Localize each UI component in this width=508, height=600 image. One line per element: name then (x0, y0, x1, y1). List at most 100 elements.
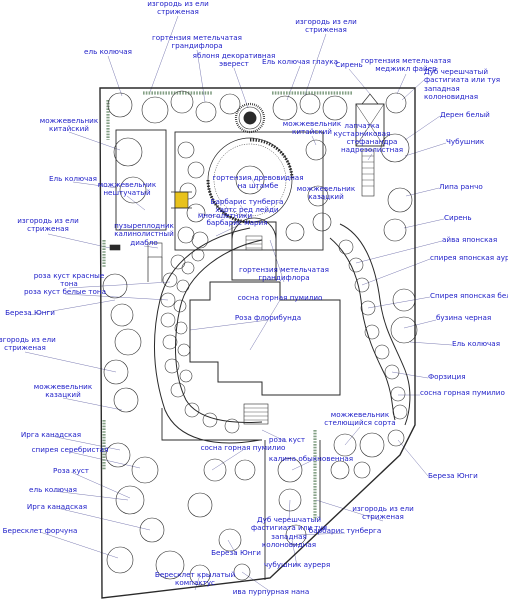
label-rose-shrub-center: роза куст (268, 435, 306, 444)
leader-line (107, 55, 123, 97)
house (189, 217, 341, 425)
leader-line (317, 195, 327, 201)
label-birch-jungi-left: Береза Юнги (5, 308, 55, 317)
label-dogwood-white: Дерен белый (440, 110, 490, 119)
label-spruce-left: Ель колючая (48, 174, 98, 183)
leader-line (409, 341, 453, 346)
leader-line (189, 319, 269, 331)
label-spirea-aurea: спирея японская аурея (430, 253, 508, 262)
leader-line (68, 281, 171, 289)
label-juniper-cossack-top: можжевельник казацкий (296, 184, 356, 202)
label-juniper-cossack-left: можжевельник казацкий (33, 382, 93, 400)
leader-line (404, 115, 441, 141)
label-stephanandra: стефанандра надрезолистная (340, 137, 404, 155)
leader-line (196, 49, 206, 103)
label-hydrangea-tree-standard: гортензия древовидная на штамбе (212, 173, 304, 191)
leader-line (397, 439, 429, 477)
arbour (355, 93, 385, 197)
label-spruce-hedge-left: изгородь из ели стриженая (17, 216, 79, 234)
label-oak-fastigiata-top: Дуб черешчатый фастигиата или туя западн… (424, 67, 501, 102)
shrub-clusters (160, 239, 408, 434)
label-perennials: многолетники (197, 211, 253, 220)
leader-line (304, 33, 327, 96)
bench-area (171, 191, 192, 209)
label-forsythia: Форзиция (428, 372, 466, 381)
leader-line (269, 239, 285, 283)
leader-line (344, 426, 361, 446)
garden-path (154, 223, 411, 444)
gate (109, 242, 163, 282)
label-mock-orange: Чубушник (446, 137, 485, 146)
leader-line (197, 212, 226, 219)
label-birch-jungi-bottom: Береза Юнги (211, 548, 261, 557)
label-rose-red: роза куст красные тона (33, 271, 105, 289)
leader-line (126, 195, 146, 211)
label-willow-purple-nana: ива пурпурная нана (232, 587, 310, 596)
leader-line (315, 499, 384, 522)
label-mock-orange-aurea: чубушник ауреря (263, 560, 331, 569)
site-boundary (99, 87, 416, 599)
label-spruce-glauca: Ель колючая глаука (261, 57, 339, 66)
large-trees (102, 133, 418, 586)
leader-line (361, 258, 431, 286)
leader-line (311, 135, 317, 146)
leader-line (149, 15, 179, 93)
label-leader-lines (24, 15, 453, 593)
decorative-apple-tree (234, 102, 266, 134)
label-oak-fastigiata-bottom: Дуб черешчатый фастигиата или туя западн… (250, 515, 328, 550)
label-hydrangea-grandiflora-top: гортензия метельчатая грандифлора (152, 33, 242, 51)
flowerbed-left (115, 129, 167, 231)
label-pine-pumilio-center: сосна горная пумилио (237, 293, 323, 302)
top-shrub-row (107, 90, 407, 249)
leader-line (70, 471, 131, 499)
label-juniper-scaly: можжевельник нештучатый (97, 180, 157, 198)
label-spruce-hedge-bottom: изгородь из ели стриженая (352, 504, 414, 522)
label-lilac-top: Сирень (335, 60, 363, 69)
label-spruce-hedge-top: изгородь из ели стриженая (147, 0, 209, 17)
leader-line (404, 142, 447, 157)
leader-line (367, 296, 431, 309)
leader-line (24, 351, 117, 373)
leader-line (367, 153, 373, 161)
label-elder-black: бузина черная (436, 313, 492, 322)
label-barberry-maria: барбарис мария (206, 218, 268, 227)
label-spruce-bottom-left: ель колючая (29, 485, 77, 494)
leader-line (261, 429, 288, 443)
label-pine-pumilio-right: сосна горная пумилио (420, 388, 505, 397)
leader-line (56, 507, 151, 531)
leader-line (391, 371, 429, 379)
leader-line (403, 319, 437, 329)
label-cinquefoil: лапчатка кустарниковая (333, 121, 391, 139)
label-juniper-chinese-center: можжевельник китайский (282, 119, 342, 137)
label-quince-japanese: айва японская (442, 235, 498, 244)
leader-line (249, 175, 259, 191)
leader-line (62, 397, 123, 411)
leader-line (39, 531, 119, 559)
label-viburnum: калина обыкновенная (268, 454, 354, 463)
central-round-bed (206, 137, 294, 224)
leader-line (227, 539, 237, 555)
leader-line (211, 449, 244, 471)
leader-line (215, 225, 238, 237)
leader-line (286, 65, 301, 101)
leader-line (295, 532, 346, 536)
leader-line (249, 299, 281, 351)
label-spirea-white: Спирея японская белая (430, 291, 508, 300)
leader-line (72, 181, 118, 189)
label-spirea-silver: спирея серебристая (31, 445, 109, 454)
label-spruce-hedge-top-right: изгородь из ели стриженая (295, 17, 357, 35)
label-spruce-hedge-left-mid: изгородь из ели стриженая (0, 335, 56, 353)
label-ninebark-diablo: пузыреплодник калинолистный диабло (114, 221, 174, 247)
label-spruce-top-left: ель колючая (84, 47, 132, 56)
label-euonymus-fortunei: Бересклет форчуна (2, 526, 78, 535)
label-serviceberry-bottom: Ирга канадская (26, 502, 88, 511)
label-rose-floribunda: Роза флорибунда (234, 313, 302, 322)
label-juniper-creeping: можжевельник стелющийся сорта (324, 410, 396, 428)
leader-line (288, 499, 291, 521)
label-hydrangea-grandiflora-center: гортензия метельчатая грандифлора (239, 265, 329, 283)
label-juniper-chinese-left: можжевельник китайский (39, 116, 99, 134)
leader-line (291, 460, 312, 471)
leader-line (403, 218, 445, 229)
label-rose-white: роза куст белые тона (23, 287, 107, 296)
